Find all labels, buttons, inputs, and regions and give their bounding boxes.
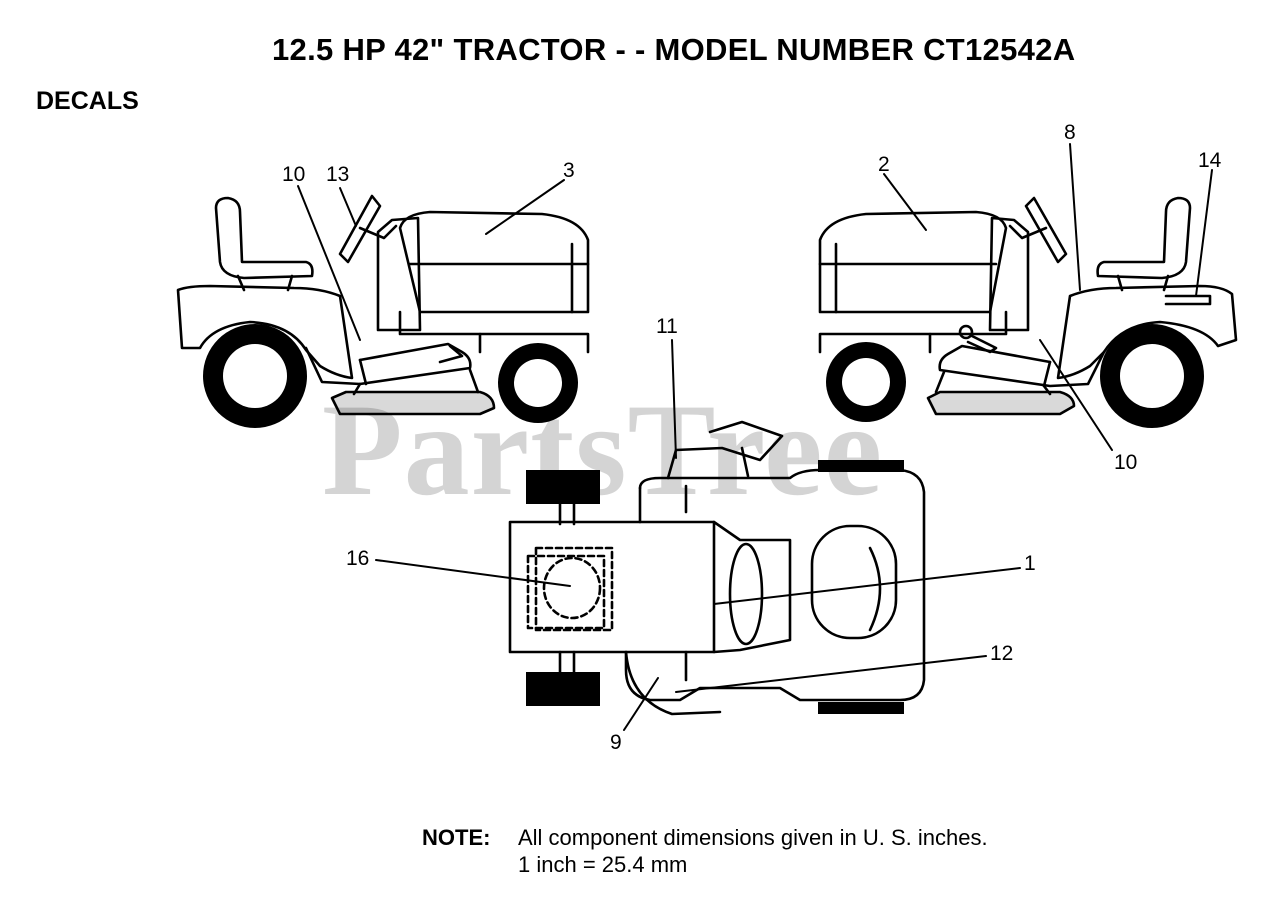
note-text-line-2: 1 inch = 25.4 mm xyxy=(518,852,688,877)
callout-11: 11 xyxy=(656,315,678,338)
callout-9: 9 xyxy=(610,731,622,754)
leader-lines xyxy=(297,143,1213,731)
watermark: PartsTree xyxy=(322,376,884,523)
right-side-tractor-view xyxy=(818,196,1238,416)
callout-10-left: 10 xyxy=(282,163,306,186)
right-side-wheels xyxy=(826,324,1204,428)
callout-10-right: 10 xyxy=(1114,451,1138,474)
callout-16: 16 xyxy=(346,547,370,570)
left-side-wheels xyxy=(203,324,578,428)
callout-12: 12 xyxy=(990,642,1014,665)
callout-2: 2 xyxy=(878,153,890,176)
callout-3: 3 xyxy=(563,159,575,182)
note-label: NOTE: xyxy=(422,825,491,850)
page-title: 12.5 HP 42" TRACTOR - - MODEL NUMBER CT1… xyxy=(272,32,1076,67)
callout-13: 13 xyxy=(326,163,350,186)
note-text-line-1: All component dimensions given in U. S. … xyxy=(518,825,988,850)
left-side-tractor-view xyxy=(176,194,590,416)
section-heading: DECALS xyxy=(36,87,139,115)
callout-1: 1 xyxy=(1024,552,1036,575)
callout-8: 8 xyxy=(1064,121,1076,144)
callout-14: 14 xyxy=(1198,149,1222,172)
